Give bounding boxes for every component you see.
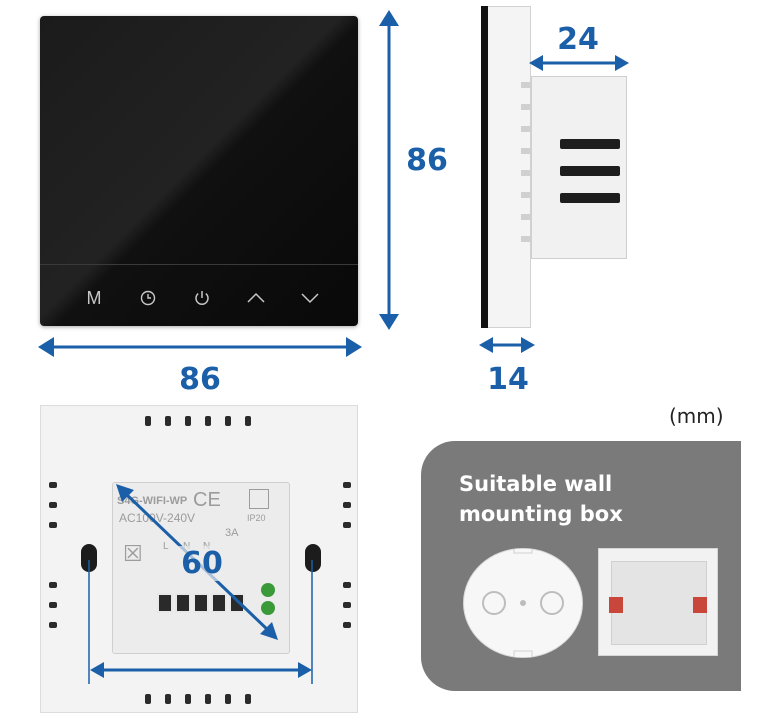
mounting-box-title-line2: mounting box [459, 502, 623, 526]
terminal-screw [193, 593, 209, 613]
thermostat-side-body [531, 76, 627, 259]
mount-diagonal-label: 60 [176, 546, 228, 581]
units-label: (mm) [669, 404, 724, 428]
terminal-label-l: L [163, 541, 169, 552]
vent-slot [560, 139, 620, 149]
down-button[interactable] [296, 284, 324, 312]
up-button[interactable] [242, 284, 270, 312]
side-clip-teeth [521, 82, 531, 242]
mount-span-arrow [88, 560, 313, 684]
power-button[interactable] [188, 284, 216, 312]
width-dimension-label: 86 [179, 362, 221, 397]
power-icon [195, 291, 209, 305]
ground-screw [261, 583, 275, 597]
vent-slot [560, 193, 620, 203]
mode-button[interactable]: M [80, 284, 108, 312]
current-rating: 3A [225, 527, 239, 539]
thickness-dimension-arrow [479, 337, 535, 353]
terminal-screw [157, 593, 173, 613]
thermostat-side-glass [481, 6, 488, 328]
square-mounting-box [598, 548, 718, 656]
round-mounting-box [463, 548, 583, 658]
height-dimension-arrow [379, 10, 399, 330]
front-divider [40, 264, 358, 265]
terminal-screw [211, 593, 227, 613]
weee-bin-icon: ☒ [123, 541, 143, 566]
ground-screw [261, 601, 275, 615]
vent-slot [560, 166, 620, 176]
chevron-down-icon [301, 293, 319, 304]
mounting-box-title: Suitable wall mounting box [459, 469, 623, 529]
chevron-up-icon [247, 292, 265, 303]
thermostat-side-plate [481, 6, 531, 328]
back-vent-holes [49, 416, 351, 704]
terminal-screw [175, 593, 191, 613]
clock-icon [140, 290, 156, 306]
ce-mark: CE [193, 489, 221, 511]
depth-dimension-label: 24 [557, 22, 599, 57]
clock-button[interactable] [134, 284, 162, 312]
thermostat-front-view: M [40, 16, 358, 326]
thickness-dimension-label: 14 [487, 362, 529, 397]
mode-icon: M [86, 287, 102, 308]
square-box-interior [611, 561, 707, 645]
double-insulation-icon [249, 489, 269, 509]
screw-lug-right [693, 597, 707, 613]
screw-lug-left [609, 597, 623, 613]
depth-dimension-arrow [529, 55, 629, 71]
width-dimension-arrow [38, 337, 362, 357]
voltage-rating: AC100V-240V [119, 511, 196, 525]
ip-rating: IP20 [247, 513, 266, 523]
height-dimension-label: 86 [406, 143, 448, 178]
mounting-box-title-line1: Suitable wall [459, 472, 613, 496]
